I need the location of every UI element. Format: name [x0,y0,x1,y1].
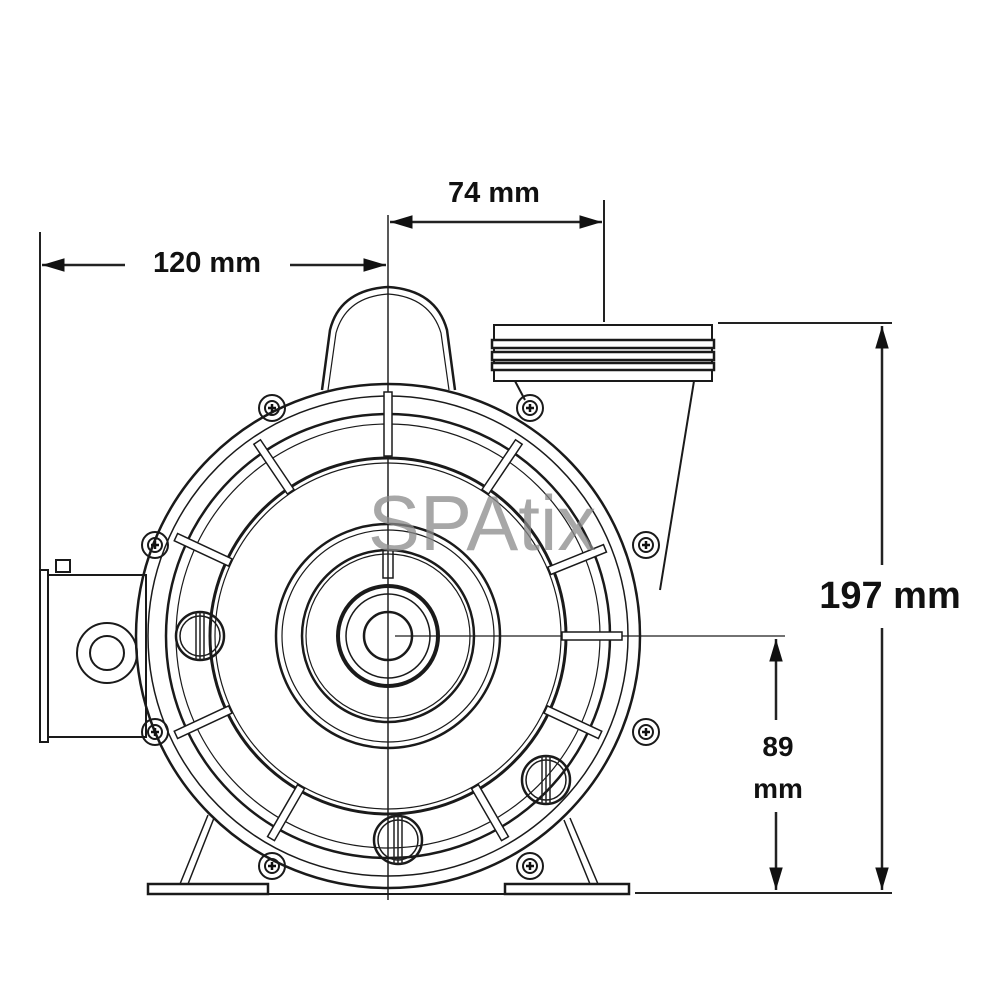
shaft-center [274,522,502,750]
pump-body [39,285,716,896]
screw-icon [140,530,170,560]
dimension-89mm [395,635,785,890]
watermark-logo: SPAtix [368,479,596,567]
pump-feet [146,814,631,896]
screw-icon [515,851,545,881]
knob-icon [372,814,424,866]
screw-icon [631,717,661,747]
screw-icon [631,530,661,560]
knob-icon [520,754,572,806]
label-89-unit: mm [753,773,803,804]
label-120mm: 120 mm [153,247,261,279]
ribs [173,391,623,842]
label-89-value: 89 [762,731,793,762]
junction-box [39,559,147,743]
knob-icon [174,610,226,662]
drain-knobs [174,610,572,866]
screw-icon [257,851,287,881]
dimension-74mm [387,200,605,900]
dimension-197mm [635,322,892,894]
label-74mm: 74 mm [448,177,540,209]
discharge-outlet [490,324,716,591]
label-197mm: 197 mm [819,575,961,617]
screw-icon [515,393,545,423]
